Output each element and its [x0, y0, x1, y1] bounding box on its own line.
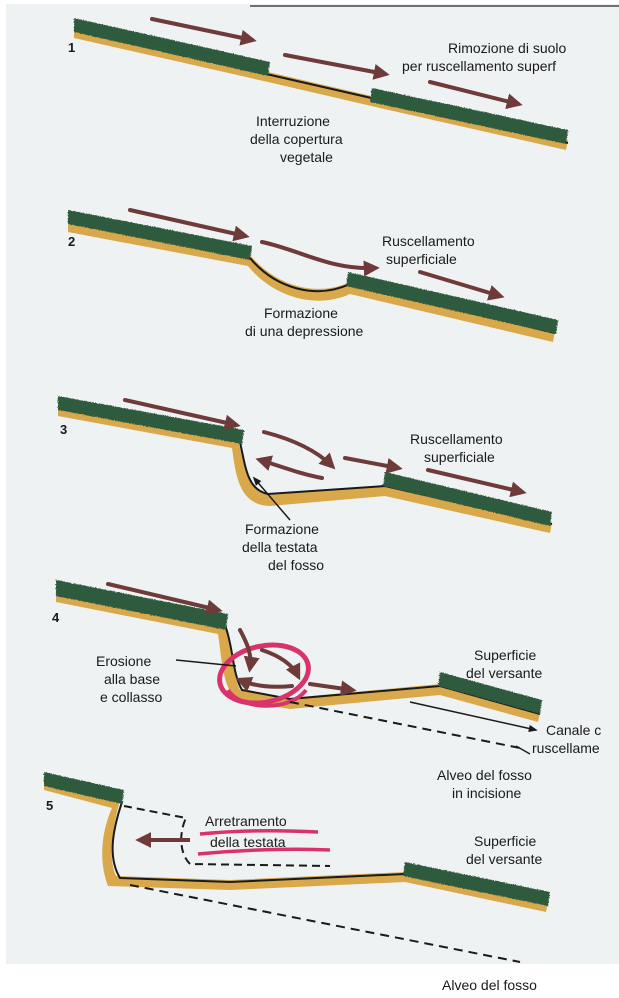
label-surface-runoff: superficiale: [386, 251, 457, 267]
label-depression: Formazione: [264, 305, 338, 321]
label-surface-runoff: Ruscellamento: [382, 233, 475, 249]
label-head-retreat: della testata: [210, 834, 286, 850]
label-surface-runoff: Ruscellamento: [410, 431, 503, 447]
label-erosion-collapse: Erosione: [96, 653, 151, 669]
label-vegetation-break: della copertura: [250, 131, 343, 147]
label-gully-head-formation: del fosso: [268, 557, 324, 573]
paper-background: [6, 4, 619, 964]
label-runoff-channel: Canale c: [546, 722, 601, 738]
label-slope-surface: Superficie: [474, 647, 536, 663]
label-slope-surface: Superficie: [474, 833, 536, 849]
label-incising-gully-bed: in incisione: [452, 785, 521, 801]
label-runoff-channel: ruscellame: [532, 740, 600, 756]
label-erosion-collapse: e collasso: [100, 689, 162, 705]
label-gully-bed: Alveo del fosso: [442, 977, 537, 993]
label-slope-surface: del versante: [466, 665, 542, 681]
label-slope-surface: del versante: [466, 851, 542, 867]
label-incising-gully-bed: Alveo del fosso: [437, 767, 532, 783]
panel-number-2: 2: [68, 234, 75, 249]
label-head-retreat: Arretramento: [205, 813, 287, 829]
label-erosion-collapse: alla base: [104, 671, 160, 687]
label-vegetation-break: Interruzione: [256, 113, 330, 129]
label-depression: di una depressione: [245, 323, 364, 339]
panel-number-1: 1: [68, 40, 75, 55]
label-soil-removal: Rimozione di suolo: [448, 40, 566, 56]
panel-number-3: 3: [60, 422, 67, 437]
label-gully-head-formation: Formazione: [245, 521, 319, 537]
label-soil-removal: per ruscellamento superf: [402, 58, 556, 74]
label-gully-head-formation: della testata: [242, 539, 318, 555]
panel-number-5: 5: [46, 798, 53, 813]
label-surface-runoff: superficiale: [424, 449, 495, 465]
label-vegetation-break: vegetale: [280, 149, 333, 165]
panel-number-4: 4: [52, 610, 60, 625]
